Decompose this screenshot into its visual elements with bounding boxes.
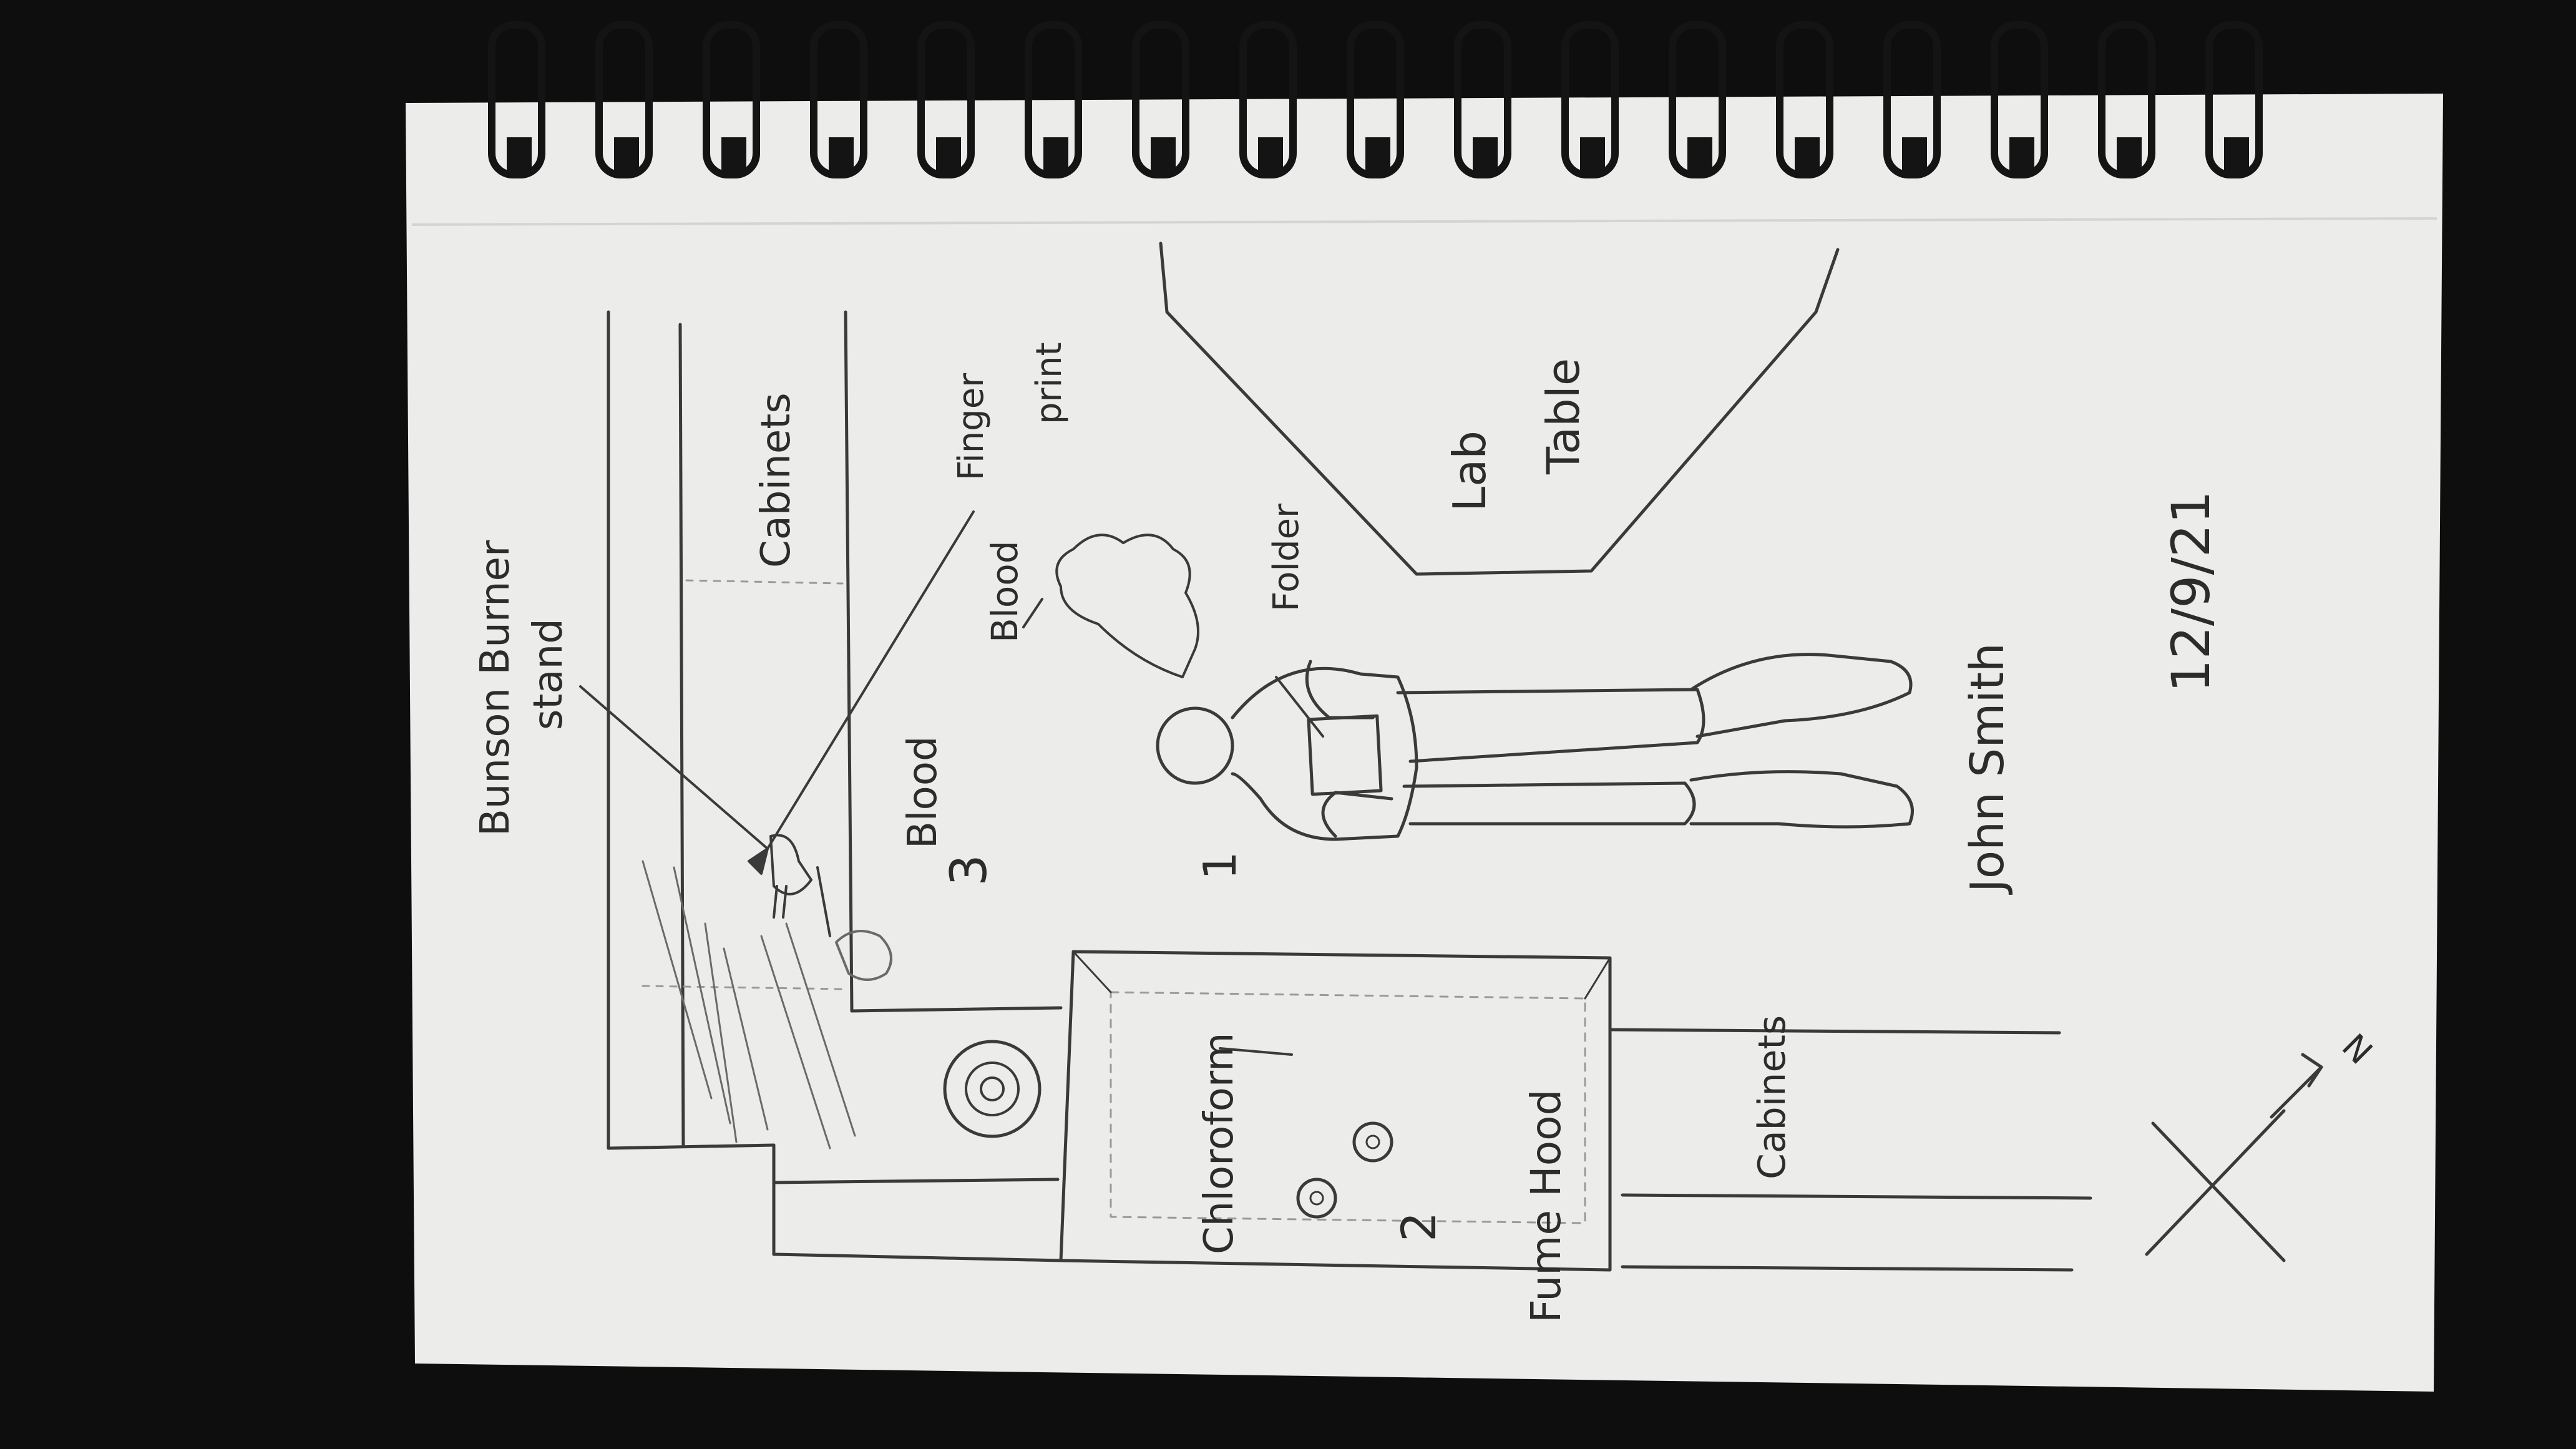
binding-ring (2098, 21, 2155, 178)
binding-ring (917, 21, 975, 178)
blood-spatter-marks (642, 860, 892, 1149)
pointer-lines (579, 510, 1324, 1056)
binding-ring (2205, 21, 2263, 178)
binding-ring (1347, 21, 1404, 178)
label-print: print (1029, 342, 1070, 424)
paper-page (406, 94, 2443, 1392)
label-bunsen-burner: Bunson Burner (472, 540, 519, 836)
fume-hood (1059, 950, 1612, 1272)
label-blood-top: Blood (983, 540, 1026, 643)
label-fume-hood: Fume Hood (1522, 1090, 1570, 1323)
marker-3: 3 (940, 854, 998, 886)
binding-ring (1776, 21, 1833, 178)
label-blood-left: Blood (900, 736, 946, 849)
notebook (406, 94, 2443, 1392)
marker-1: 1 (1194, 851, 1246, 880)
binding-ring (1991, 21, 2048, 178)
binding-ring (1239, 21, 1297, 178)
floor-plan-sketch (579, 242, 2323, 1272)
bottom-cabinets (1608, 1028, 2092, 1272)
binding-ring (810, 21, 867, 178)
bunsen-burner-icon (769, 834, 812, 919)
label-finger: Finger (951, 373, 992, 481)
label-date: 12/9/21 (2160, 490, 2222, 693)
spiral-binding (488, 21, 2263, 178)
label-chloroform: Chloroform (1196, 1033, 1242, 1254)
lab-table (1159, 242, 1840, 576)
binding-ring (1132, 21, 1189, 178)
label-table: Table (1537, 358, 1589, 475)
label-lab: Lab (1443, 431, 1496, 512)
label-folder: Folder (1266, 503, 1307, 612)
body-figure (1055, 534, 1914, 841)
binding-ring (1561, 21, 1619, 178)
binding-ring (703, 21, 760, 178)
label-cabinets-top: Cabinets (753, 393, 799, 568)
binding-ring (1883, 21, 1941, 178)
binding-ring (1669, 21, 1726, 178)
binding-ring (1454, 21, 1511, 178)
binding-ring (488, 21, 545, 178)
label-person-name: John Smith (1961, 643, 2014, 895)
sink-drain-icon (943, 1040, 1042, 1138)
top-counter (607, 310, 1063, 1262)
binding-ring (1025, 21, 1082, 178)
label-stand: stand (525, 618, 572, 730)
marker-2: 2 (1391, 1212, 1447, 1242)
sketch-labels: Bunson Burner stand Cabinets Finger prin… (472, 342, 2380, 1323)
binding-ring (595, 21, 653, 178)
label-cabinets-bottom: Cabinets (1750, 1015, 1794, 1179)
compass-icon (2145, 1053, 2323, 1262)
